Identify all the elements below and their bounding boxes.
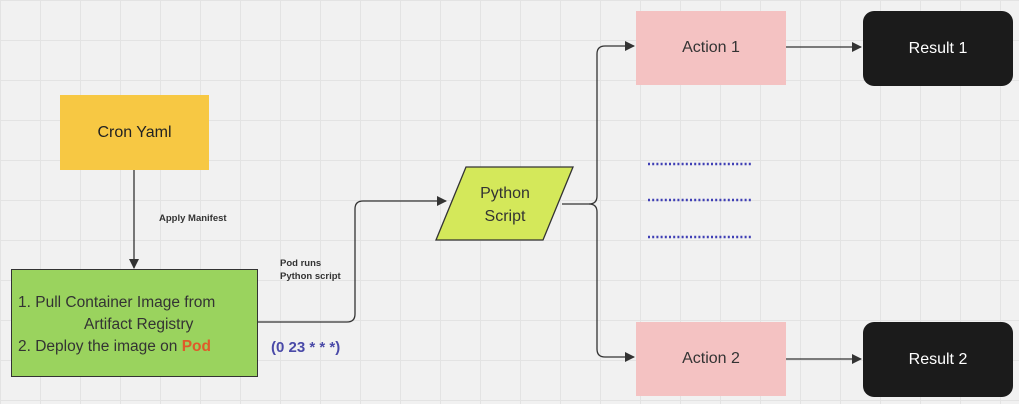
pod-runs-label: Pod runs Python script [280,257,370,283]
python-script-node: Python Script [435,166,574,241]
apply-manifest-label: Apply Manifest [159,213,227,224]
result-1-label: Result 1 [908,39,968,57]
action-2-label: Action 2 [682,350,740,367]
step-2-text: 2. Deploy the image on [18,338,182,355]
step-2-line: 2. Deploy the image on Pod [18,336,257,358]
cron-yaml-label: Cron Yaml [97,123,172,141]
action-1-label: Action 1 [682,39,740,56]
result-1-node: Result 1 [863,11,1013,86]
pod-runs-line2: Python script [280,271,341,282]
cron-yaml-node: Cron Yaml [60,95,209,170]
result-2-label: Result 2 [908,350,968,368]
edge-python-to-action1 [562,41,635,205]
edge-python-to-action2 [588,203,635,362]
pod-runs-line1: Pod runs [280,258,322,269]
python-script-label-line1: Python [480,185,530,202]
cron-schedule-label: (0 23 * * *) [271,339,341,356]
pull-deploy-steps-node: 1. Pull Container Image from Artifact Re… [11,269,258,377]
step-1-line: 1. Pull Container Image from [18,294,216,311]
action-1-node: Action 1 [636,11,786,85]
python-script-label-line2: Script [485,208,526,225]
action-2-node: Action 2 [636,322,786,396]
pod-highlight: Pod [181,338,211,355]
result-2-node: Result 2 [863,322,1013,397]
edge-steps-to-python [258,196,447,323]
step-1-continued-line: Artifact Registry [84,316,194,333]
